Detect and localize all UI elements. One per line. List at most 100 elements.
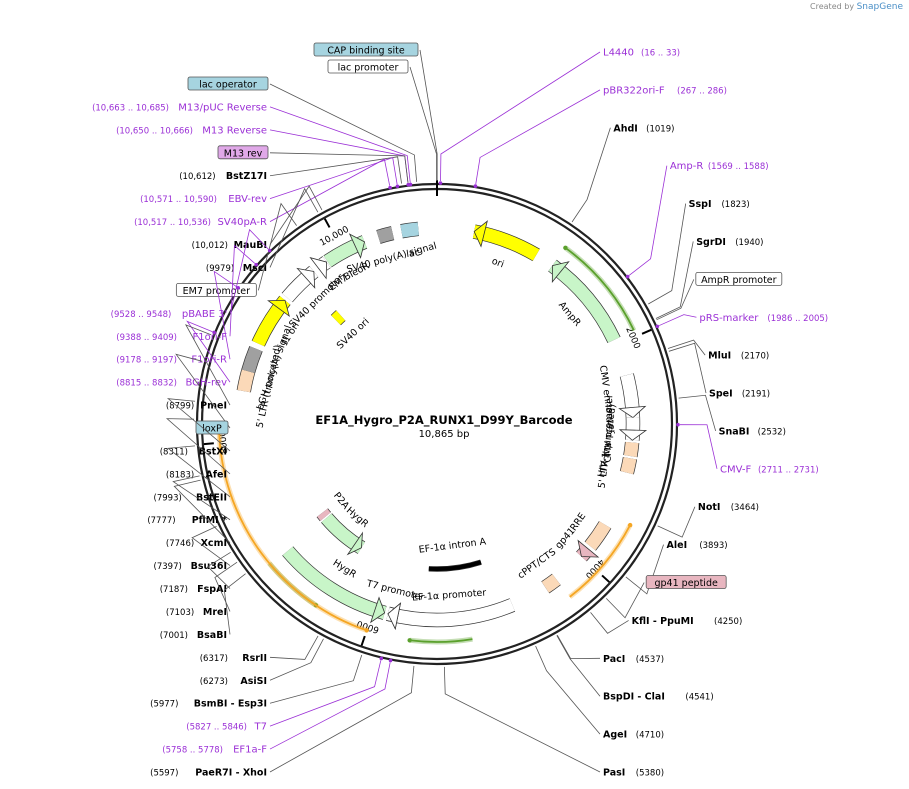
scale-tick xyxy=(641,328,652,335)
callout-name: gp41 peptide xyxy=(655,578,718,589)
feature-callout-loxp[interactable]: loxP xyxy=(175,353,231,435)
credit-prefix: Created by xyxy=(810,2,855,11)
orf-arc xyxy=(409,638,473,643)
label-name: SspI xyxy=(689,199,712,210)
site-agei[interactable]: AgeI(4710) xyxy=(535,645,664,741)
label-name: KflI - PpuMI xyxy=(632,616,694,627)
primer-f1ori-r[interactable]: F1ori-R(9178 .. 9197) xyxy=(116,270,240,366)
site-rsrii[interactable]: RsrII(6317) xyxy=(200,635,319,664)
label-name: FspAI xyxy=(197,584,227,595)
label-name: MauBI xyxy=(234,240,267,251)
primer-ebv-rev[interactable]: EBV-rev(10,571 .. 10,590) xyxy=(140,157,400,206)
label-coords: (6273) xyxy=(200,677,228,687)
label-coords: (10,663 .. 10,685) xyxy=(92,103,169,113)
site-pasi[interactable]: PasI(5380) xyxy=(443,666,664,779)
label-coords: (7187) xyxy=(160,585,188,595)
label-name: Amp-R xyxy=(670,161,704,172)
site-noti[interactable]: NotI(3464) xyxy=(657,502,759,538)
label-coords: (5597) xyxy=(150,769,178,779)
primer-bgh-rev[interactable]: BGH-rev(8815 .. 8832) xyxy=(116,320,231,389)
site-mlui[interactable]: MluI(2170) xyxy=(667,339,769,362)
feature-hygr[interactable]: HygR xyxy=(321,505,371,556)
site-maubi[interactable]: MauBI(10,012) xyxy=(192,185,323,251)
site-bstz17i[interactable]: BstZ17I(10,612) xyxy=(179,156,402,184)
label-name: pRS-marker xyxy=(699,313,759,324)
feature-callout-lac-promoter[interactable]: lac promoter xyxy=(327,59,437,182)
label-name: AleI xyxy=(667,540,688,551)
label-coords: (8183) xyxy=(166,470,194,480)
label-coords: (2170) xyxy=(741,352,769,362)
site-sspi[interactable]: SspI(1823) xyxy=(648,199,750,305)
site-afei[interactable]: AfeI(8183) xyxy=(166,418,231,481)
feature-cmv-promoter[interactable]: CMV promoter xyxy=(603,394,648,463)
label-name: SV40pA-R xyxy=(218,217,267,228)
feature-callout-cap-binding-site[interactable]: CAP binding site xyxy=(313,42,438,182)
label-coords: (1940) xyxy=(735,238,763,248)
site-bsu36i[interactable]: Bsu36I(7397) xyxy=(154,525,231,572)
site-asisi[interactable]: AsiSI (6273) xyxy=(200,638,324,687)
primer-amp-r[interactable]: Amp-R(1569 .. 1588) xyxy=(625,161,769,279)
label-name: AsiSI xyxy=(240,676,267,687)
feature-sv40-ori[interactable]: SV40 ori xyxy=(330,310,372,352)
label-coords: (10,571 .. 10,590) xyxy=(140,195,217,205)
site-mrei[interactable]: MreI(7103) xyxy=(166,561,238,618)
primer-f1ori-f[interactable]: F1ori-F(9388 .. 9409) xyxy=(116,244,259,343)
site-kfli-ppumi[interactable]: KflI - PpuMI (4250) xyxy=(590,612,743,634)
feature-ef-1-intron-a[interactable]: EF-1α intron A xyxy=(418,536,487,572)
scale-tick xyxy=(203,442,214,446)
primer-cmv-f[interactable]: CMV-F(2711 .. 2731) xyxy=(676,422,819,475)
site-fspai[interactable]: FspAI (7187) xyxy=(160,551,231,595)
site-alei[interactable]: AleI(3893) xyxy=(625,540,728,595)
feature-label: HygR xyxy=(331,558,359,581)
label-coords: (6317) xyxy=(200,654,228,664)
feature-label: T7 promoter xyxy=(364,578,425,603)
site-msci[interactable]: MscI(9979) xyxy=(206,187,319,274)
label-name: Bsu36I xyxy=(191,561,227,572)
label-name: BstXI xyxy=(199,446,227,457)
site-paci[interactable]: PacI(4537) xyxy=(556,634,664,665)
feature-label: CMV promoter xyxy=(603,394,616,463)
primer-ef1a-f[interactable]: EF1a-F(5758 .. 5778) xyxy=(162,658,393,756)
primer-prs-marker[interactable]: pRS-marker(1986 .. 2005) xyxy=(655,313,829,329)
feature-label: EF-1α intron A xyxy=(418,536,487,555)
feature-f1-ori[interactable]: f1 ori xyxy=(251,295,302,347)
feature-callout-gp41-peptide[interactable]: gp41 peptide xyxy=(605,575,727,619)
feature-ori[interactable]: ori xyxy=(472,220,540,270)
label-name: AgeI xyxy=(603,730,627,741)
site-spei[interactable]: SpeI(2191) xyxy=(668,342,770,400)
primer-pbabe-3-[interactable]: pBABE 3'(9528 .. 9548) xyxy=(111,228,272,320)
primer-pbr322ori-f[interactable]: pBR322ori-F(267 .. 286) xyxy=(473,85,727,188)
primer-sv40pa-r[interactable]: SV40pA-R(10,517 .. 10,536) xyxy=(134,158,392,228)
feature-ef-1-promoter[interactable]: EF-1α promoter xyxy=(386,587,516,631)
site-paer7i-xhoi[interactable]: PaeR7I - XhoI(5597) xyxy=(150,665,415,779)
label-coords: (7777) xyxy=(147,516,175,526)
site-xcmi[interactable]: XcmI(7746) xyxy=(166,479,231,549)
site-sgrdi[interactable]: SgrDI(1940) xyxy=(655,237,764,319)
site-bsabi[interactable]: BsaBI(7001) xyxy=(160,573,246,641)
primer-l4440[interactable]: L4440(16 .. 33) xyxy=(438,48,680,185)
label-coords: (4541) xyxy=(685,693,713,703)
callout-name: M13 rev xyxy=(224,148,263,159)
feature-lac[interactable]: lac xyxy=(400,221,421,260)
feature-rre[interactable]: RRE xyxy=(568,511,612,551)
label-coords: (5758 .. 5778) xyxy=(162,746,223,756)
site-snabi[interactable]: SnaBI(2532) xyxy=(678,394,786,437)
site-bsmbi-esp3i[interactable]: BsmBI - Esp3I(5977) xyxy=(150,654,363,710)
label-name: NotI xyxy=(698,502,721,513)
feature-ampr[interactable]: AmpR xyxy=(548,259,621,344)
label-name: BstEII xyxy=(196,492,227,503)
feature-cppt-cts[interactable]: cPPT/CTS xyxy=(516,547,561,594)
orf-arc xyxy=(564,247,635,331)
primer-t7[interactable]: T7(5827 .. 5846) xyxy=(186,656,384,733)
feature-callout-m13-rev[interactable]: M13 rev xyxy=(217,145,409,183)
site-ahdi[interactable]: AhdI(1019) xyxy=(571,123,674,223)
site-pflmi-[interactable]: PflMI *(7777) xyxy=(147,475,231,526)
label-coords: (4250) xyxy=(714,617,742,627)
site-bspdi-clai[interactable]: BspDI - ClaI(4541) xyxy=(556,635,714,703)
label-name: BstZ17I xyxy=(226,171,267,182)
label-name: pBR322ori-F xyxy=(603,85,665,96)
site-bsteii[interactable]: BstEII(7993) xyxy=(154,445,231,503)
label-name: F1ori-F xyxy=(193,332,228,343)
feature-callout-ampr-promoter[interactable]: AmpR promoter xyxy=(656,271,783,321)
feature-callout-lac-operator[interactable]: lac operator xyxy=(187,76,418,182)
